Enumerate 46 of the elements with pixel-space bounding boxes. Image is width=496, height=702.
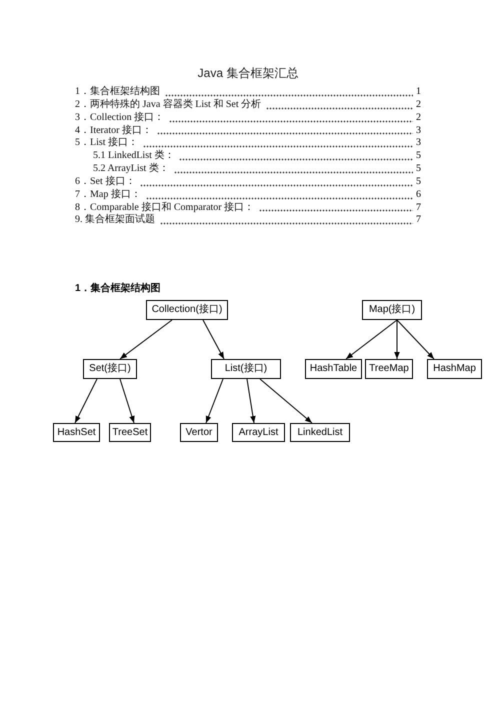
page-number: 3 xyxy=(416,137,421,150)
arrow xyxy=(260,378,312,424)
page-number: 5 xyxy=(416,176,421,189)
toc-entry: 7．Map 接口： xyxy=(75,188,141,202)
toc-entry: 8．Comparable 接口和 Comparator 接口： xyxy=(75,202,254,214)
arrow xyxy=(120,320,172,360)
toc-entry: 9. 集合框架面试题 xyxy=(75,214,155,228)
arrow xyxy=(74,378,98,424)
page-number: 1 xyxy=(416,86,421,99)
node-box: Set(接口) xyxy=(83,359,137,379)
toc-entry: 2．两种特殊的 Java 容器类 List 和 Set 分析 xyxy=(75,98,262,112)
arrow xyxy=(202,320,224,360)
arrow xyxy=(120,378,135,424)
node-box: List(接口) xyxy=(211,359,281,379)
toc-entry: 5．List 接口： xyxy=(75,137,138,150)
page-number: 7 xyxy=(416,214,421,228)
toc-entry: 1．集合框架结构图 xyxy=(75,86,160,98)
toc-entry: 4．Iterator 接口： xyxy=(75,124,152,136)
page-number: 2 xyxy=(416,98,421,112)
node-box: ArrayList xyxy=(232,423,285,442)
toc-entry: 5.1 LinkedList 类： xyxy=(93,150,174,162)
page-number: 5 xyxy=(416,150,421,164)
page-number: 3 xyxy=(416,124,421,138)
section-heading: 1．集合框架结构图 xyxy=(75,282,161,296)
toc-entry: 5.2 ArrayList 类： xyxy=(93,163,169,176)
node-box: HashTable xyxy=(305,359,362,379)
arrow xyxy=(246,378,256,424)
node-box: Map(接口) xyxy=(362,300,422,320)
arrow xyxy=(394,320,400,360)
node-box: LinkedList xyxy=(290,423,350,442)
page-title: Java 集合框架汇总 xyxy=(198,66,298,80)
toc-entry: 3．Collection 接口： xyxy=(75,112,164,124)
arrow xyxy=(206,378,224,424)
node-box: Collection(接口) xyxy=(146,300,228,320)
page-number: 7 xyxy=(416,202,421,214)
node-box: TreeMap xyxy=(365,359,413,379)
page-number: 2 xyxy=(416,112,421,125)
toc-entry: 6．Set 接口： xyxy=(75,176,136,188)
node-box: HashMap xyxy=(427,359,482,379)
arrow xyxy=(396,320,434,360)
page-number: 6 xyxy=(416,188,421,202)
page-number: 5 xyxy=(416,163,421,176)
node-box: TreeSet xyxy=(109,423,151,442)
node-box: Vertor xyxy=(180,423,218,442)
arrow xyxy=(346,320,398,360)
node-box: HashSet xyxy=(53,423,100,442)
